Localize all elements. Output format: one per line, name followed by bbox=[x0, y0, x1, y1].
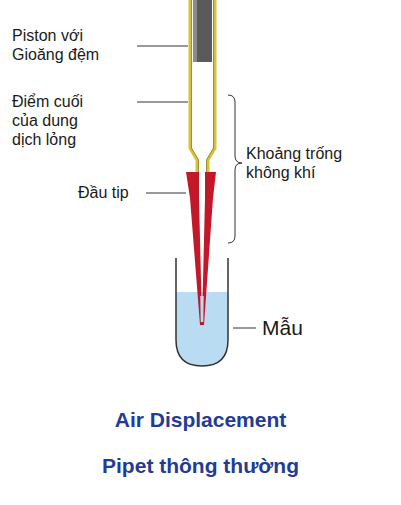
test-tube bbox=[176, 258, 228, 366]
piston-highlight bbox=[193, 0, 197, 62]
piston bbox=[193, 0, 212, 62]
pipette-barrel bbox=[190, 0, 215, 196]
pipette-tip bbox=[186, 172, 216, 325]
pipette-barrel-edge bbox=[192, 0, 214, 196]
figure-title: Air Displacement bbox=[0, 407, 401, 433]
part-label: Piston với Gioăng đệm bbox=[12, 26, 134, 64]
part-label: Khoảng trống không khí bbox=[246, 144, 386, 182]
bracket bbox=[228, 95, 242, 243]
tip-liquid bbox=[200, 296, 203, 322]
leader-line bbox=[137, 46, 188, 47]
leader-line bbox=[146, 193, 186, 194]
part-label: Đầu tip bbox=[78, 183, 144, 202]
leader-line bbox=[137, 102, 188, 103]
sample-liquid bbox=[176, 292, 228, 366]
part-label: Mẫu bbox=[262, 315, 342, 341]
leader-line bbox=[233, 328, 256, 329]
part-label: Điểm cuối của dung dịch lỏng bbox=[12, 92, 100, 149]
figure-caption: Pipet thông thường bbox=[0, 453, 401, 479]
